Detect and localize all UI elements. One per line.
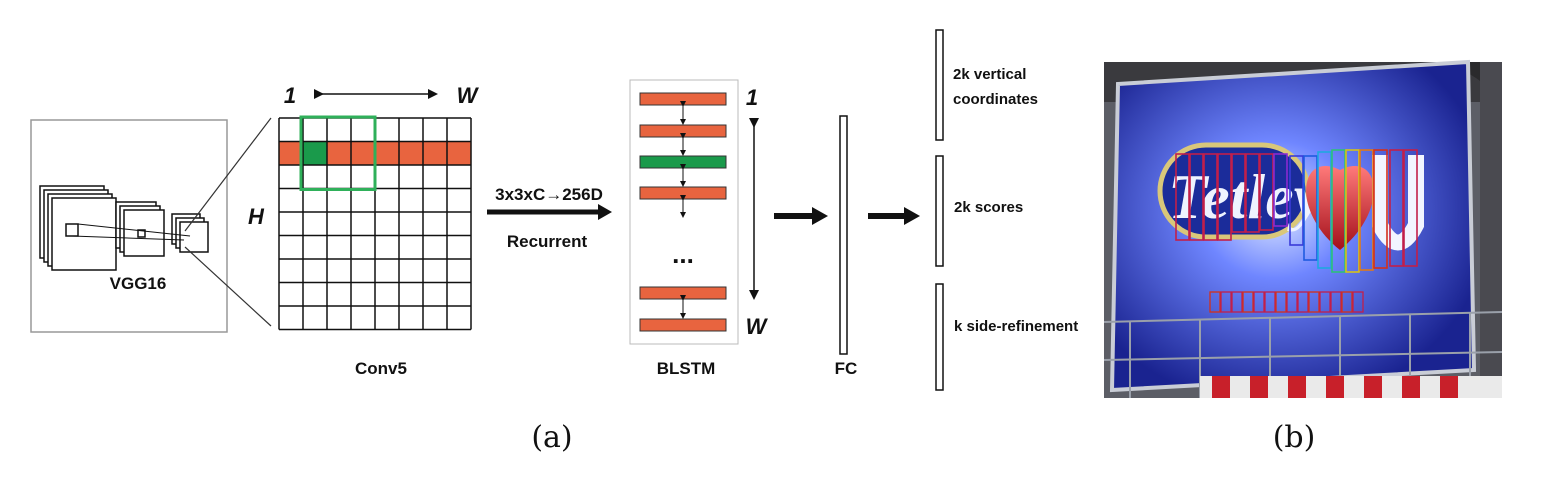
text-proposal-box [1189,153,1204,241]
text-proposal-box-small [1319,291,1331,313]
text-proposal-box-small [1352,291,1364,313]
text-proposal-box-small [1209,291,1221,313]
blstm-unit [639,92,727,106]
blstm-frame [629,79,739,345]
vgg16-block: VGG16 [30,119,228,333]
text-proposal-box [1331,149,1346,273]
conv5-grid [278,115,472,331]
text-proposal-box [1203,153,1218,241]
blstm-unit [639,124,727,138]
blstm-top-label: 1 [746,85,758,110]
grid-side-label: H [248,204,265,229]
text-proposal-boxes [1175,149,1418,273]
output-vertical-coordinates: 2k vertical coordinates [935,29,1038,141]
billboard-heart [1306,166,1374,250]
text-proposal-box [1175,153,1190,241]
text-proposal-box [1345,149,1360,273]
blstm-block [629,79,739,345]
text-proposal-box [1389,149,1404,267]
text-proposal-box-small [1275,291,1287,313]
to-outputs-arrow-head [904,207,920,225]
grid-top-right-label: W [457,83,480,108]
sliding-window-3x3 [299,115,377,191]
text-proposal-box [1245,153,1260,233]
to-fc-arrow-head [812,207,828,225]
blstm-ellipsis: ... [672,239,694,269]
vgg16-feature-stack-medium [115,201,165,257]
grid-top-left-label: 1 [284,83,296,108]
billboard-letter-u [1372,155,1424,251]
text-proposal-box [1273,153,1288,227]
blstm-unit [639,318,727,332]
zoom-lines [184,117,272,327]
text-proposal-box [1217,153,1232,241]
fc-layer [839,115,848,355]
vgg16-feature-stack-small [171,213,209,253]
text-proposal-box [1373,149,1388,269]
text-proposal-box [1303,155,1318,261]
caption-a: (a) [531,420,572,455]
text-proposal-box [1289,155,1304,246]
barrier-stripes [1200,376,1502,398]
blstm-unit [639,186,727,200]
vgg16-projection-lines [71,223,191,241]
output-scores: 2k scores [935,155,1023,267]
conv5-label: Conv5 [355,359,407,378]
output-vertical-label-2: coordinates [953,91,1038,108]
text-proposal-box [1403,149,1418,267]
text-proposal-box-small [1297,291,1309,313]
text-proposal-box-small [1220,291,1232,313]
text-proposal-box-small [1286,291,1298,313]
text-proposal-box-small [1242,291,1254,313]
grid-active-cell [303,141,327,165]
blstm-unit [639,286,727,300]
text-proposal-box-small [1330,291,1342,313]
blstm-bottom-label: W [746,314,769,339]
output-side-refinement-label: k side-refinement [954,318,1078,335]
operation-bottom-label: Recurrent [507,232,588,251]
caption-b: (b) [1273,420,1316,455]
vgg16-feature-stack-large [39,185,117,271]
billboard-photo: Tetley [1103,59,1503,398]
output-side-refinement: k side-refinement [935,283,1078,391]
text-proposal-box [1359,149,1374,271]
vgg16-label: VGG16 [110,274,167,293]
blstm-unit [639,155,727,169]
text-proposal-box-small [1341,291,1353,313]
text-proposal-box-small [1231,291,1243,313]
operation-arrow-head [598,204,612,220]
output-vertical-label-1: 2k vertical [953,66,1026,83]
fc-label: FC [835,359,858,378]
output-scores-label: 2k scores [954,199,1023,216]
text-proposal-box [1317,151,1332,269]
operation-top-label: 3x3xC→256D [495,185,603,204]
text-proposal-box-small [1253,291,1265,313]
text-proposal-box-small [1264,291,1276,313]
text-proposal-box [1231,153,1246,233]
text-proposal-box [1259,153,1274,231]
text-proposal-box-small [1308,291,1320,313]
text-proposal-boxes-small [1209,291,1364,313]
blstm-label: BLSTM [657,359,716,378]
